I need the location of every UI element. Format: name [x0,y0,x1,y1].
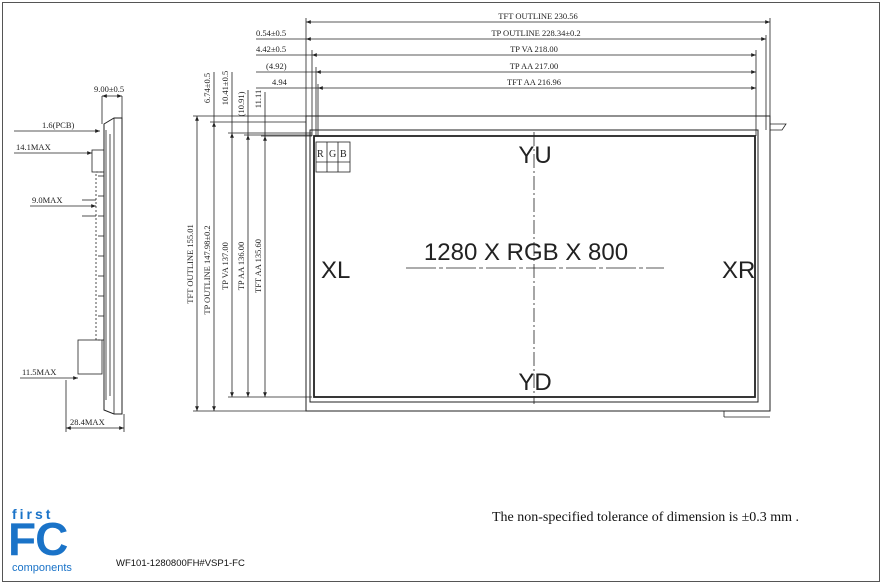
offset-442-label: 4.42±0.5 [256,44,286,54]
left-tp-va-label: TP VA 137.00 [220,242,230,290]
xl-label: XL [321,257,350,284]
offset-1111-label: 11.11 [253,90,263,109]
side-view [14,94,125,432]
top-tp-aa-label: TP AA 217.00 [510,61,559,71]
offset-492-label: (4.92) [266,61,287,71]
rgb-g-label: G [329,149,336,160]
xr-label: XR [722,257,755,284]
logo-components-text: components [12,562,72,574]
left-tft-outline-label: TFT OUTLINE 155.01 [185,224,195,303]
top-tp-outline-label: TP OUTLINE 228.34±0.2 [491,28,580,38]
side-max-284-label: 28.4MAX [70,417,105,427]
yd-label: YD [518,369,551,396]
top-tft-outline-label: TFT OUTLINE 230.56 [498,11,577,21]
side-thickness-label: 9.00±0.5 [94,84,124,94]
logo-first-text: first [12,506,54,522]
yu-label: YU [518,142,551,169]
offset-1091-label: (10.91) [236,91,246,116]
left-tft-aa-label: TFT AA 135.60 [253,239,263,293]
top-tp-va-label: TP VA 218.00 [510,44,558,54]
left-dimension-lines [193,72,312,412]
tolerance-note: The non-specified tolerance of dimension… [492,510,800,525]
company-logo: first FC components [8,506,92,578]
side-max-90-label: 9.0MAX [32,195,62,205]
left-tp-aa-label: TP AA 136.00 [236,242,246,291]
side-max-115-label: 11.5MAX [22,367,56,377]
model-number: WF101-1280800FH#VSP1-FC [116,558,245,569]
rgb-r-label: R [317,149,324,160]
top-tft-aa-label: TFT AA 216.96 [507,77,561,87]
logo-fc-text: FC [8,513,68,565]
side-pcb-label: 1.6(PCB) [42,120,75,130]
front-view [305,115,787,418]
offset-674-label: 6.74±0.5 [202,73,212,103]
side-max-141-label: 14.1MAX [16,142,51,152]
rgb-b-label: B [340,149,347,160]
left-tp-outline-label: TP OUTLINE 147.98±0.2 [202,225,212,314]
offset-494-label: 4.94 [272,77,288,87]
offset-054-label: 0.54±0.5 [256,28,286,38]
offset-1041-label: 10.41±0.5 [220,71,230,105]
resolution-label: 1280 X RGB X 800 [424,239,628,266]
